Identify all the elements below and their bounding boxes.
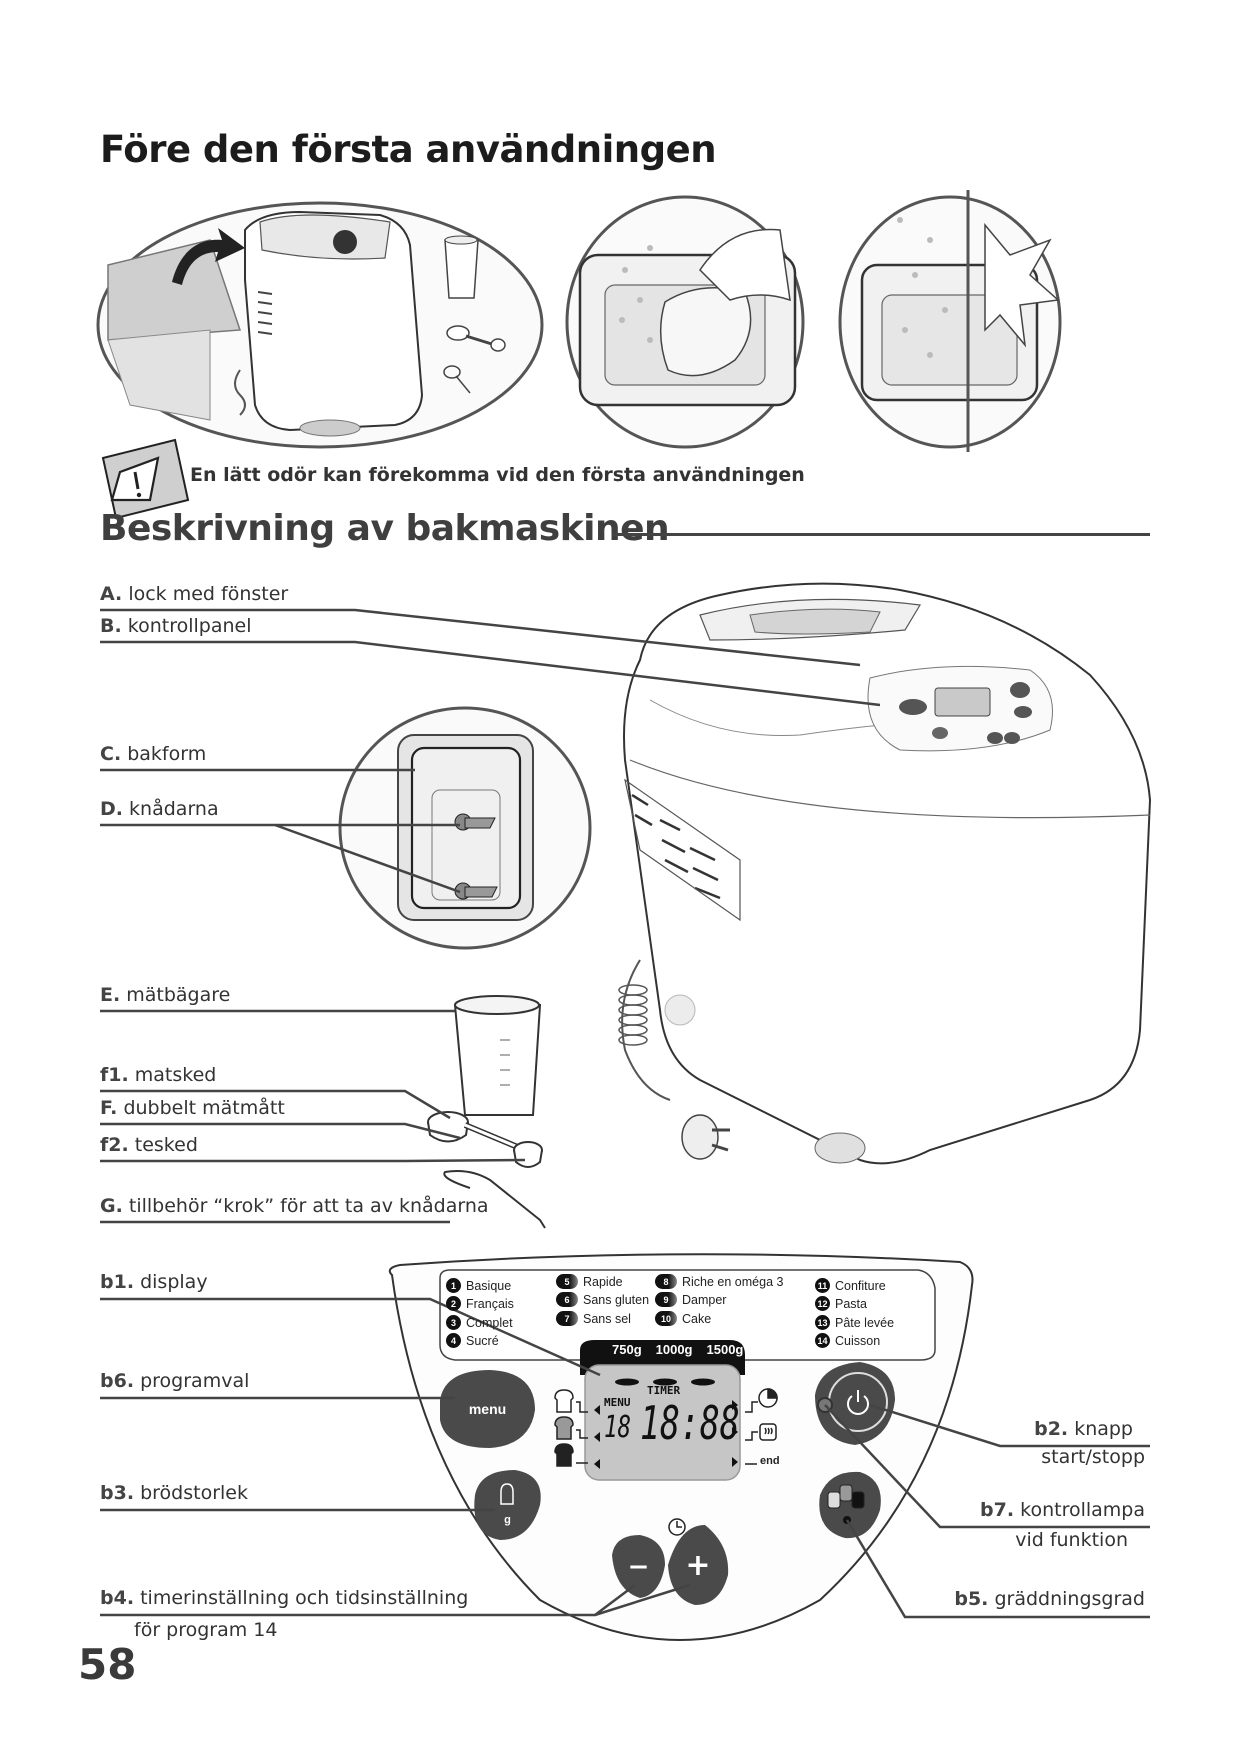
panel-label-b6: b6. programval [100,1370,250,1392]
lcd-end-label: end [760,1455,780,1467]
bread-machine-drawing [618,582,1152,1165]
part-label-f2: f2. tesked [100,1134,198,1156]
sponge-drawing [659,287,752,377]
kneading-paddle-drawing [454,813,498,900]
unpack-machine-illustration [96,201,544,449]
bread-size-button[interactable]: g [475,1505,540,1535]
box-shape [107,239,242,341]
part-label-e: E. mätbägare [100,984,231,1006]
measuring-cup-drawing [444,239,479,299]
weight-options: 750g 1000g 1500g [612,1342,743,1357]
panel-label-b7: b7. kontrollampa [980,1499,1145,1521]
keep-warm-icon [759,1423,777,1441]
part-label-b: B. kontrollpanel [100,615,252,637]
part-label-g: G. tillbehör “krok” för att ta av knådar… [100,1195,489,1217]
baking-pan-drawing [338,706,592,950]
timer-clock-icon [758,1388,778,1408]
menu-button[interactable]: menu [440,1370,535,1448]
panel-label-b2-line2: start/stopp [1041,1446,1145,1468]
warning-text: En lätt odör kan förekomma vid den först… [190,464,805,486]
weight-1500: 1500g [706,1342,744,1357]
lcd-menu-label: MENU [604,1396,631,1409]
page-number: 58 [78,1640,137,1689]
panel-label-b4: b4. timerinställning och tidsinställning [100,1587,469,1609]
weight-1000: 1000g [655,1342,693,1357]
sun-burst-drawing [984,222,1060,348]
lcd-menu-digits: 18 [604,1410,632,1445]
lcd-time-digits: 18:88 [640,1396,740,1450]
power-plug-drawing [681,1114,730,1160]
lcd-timer-label: TIMER [647,1384,681,1397]
accessories-drawing [427,995,546,1229]
menu-button-label: menu [468,1401,507,1417]
panel-label-b4-line2: för program 14 [134,1619,278,1641]
panel-label-b2: b2. knapp [1034,1418,1133,1440]
part-label-c: C. bakform [100,743,207,765]
minus-icon: − [627,1551,650,1582]
plus-button[interactable]: + [668,1525,728,1605]
crust-level-icons [554,1389,588,1467]
part-label-f: F. dubbelt mätmått [100,1097,285,1119]
part-label-f1: f1. matsked [100,1064,217,1086]
size-unit-label: g [504,1514,511,1526]
start-stop-button[interactable] [829,1373,887,1431]
panel-label-b7-line2: vid funktion [1015,1529,1128,1551]
panel-label-b5: b5. gräddningsgrad [954,1588,1145,1610]
panel-label-b3: b3. brödstorlek [100,1482,248,1504]
warning-triangle-icon [101,438,190,520]
dry-pan-illustration [838,190,1062,452]
heading-rule [612,533,1150,536]
panel-label-b1: b1. display [100,1271,208,1293]
part-label-d: D. knådarna [100,798,219,820]
curved-arrow-icon [172,228,245,285]
plus-icon: + [685,1547,711,1583]
weight-750: 750g [612,1342,642,1357]
leader-lines [100,608,881,1224]
section-title-description: Beskrivning av bakmaskinen [100,508,670,549]
minus-button[interactable]: − [612,1535,665,1598]
crust-color-button[interactable] [820,1472,882,1538]
section-title-before-first-use: Före den första användningen [100,128,717,171]
wipe-pan-illustration [565,195,805,449]
part-label-a: A. lock med fönster [100,583,289,605]
